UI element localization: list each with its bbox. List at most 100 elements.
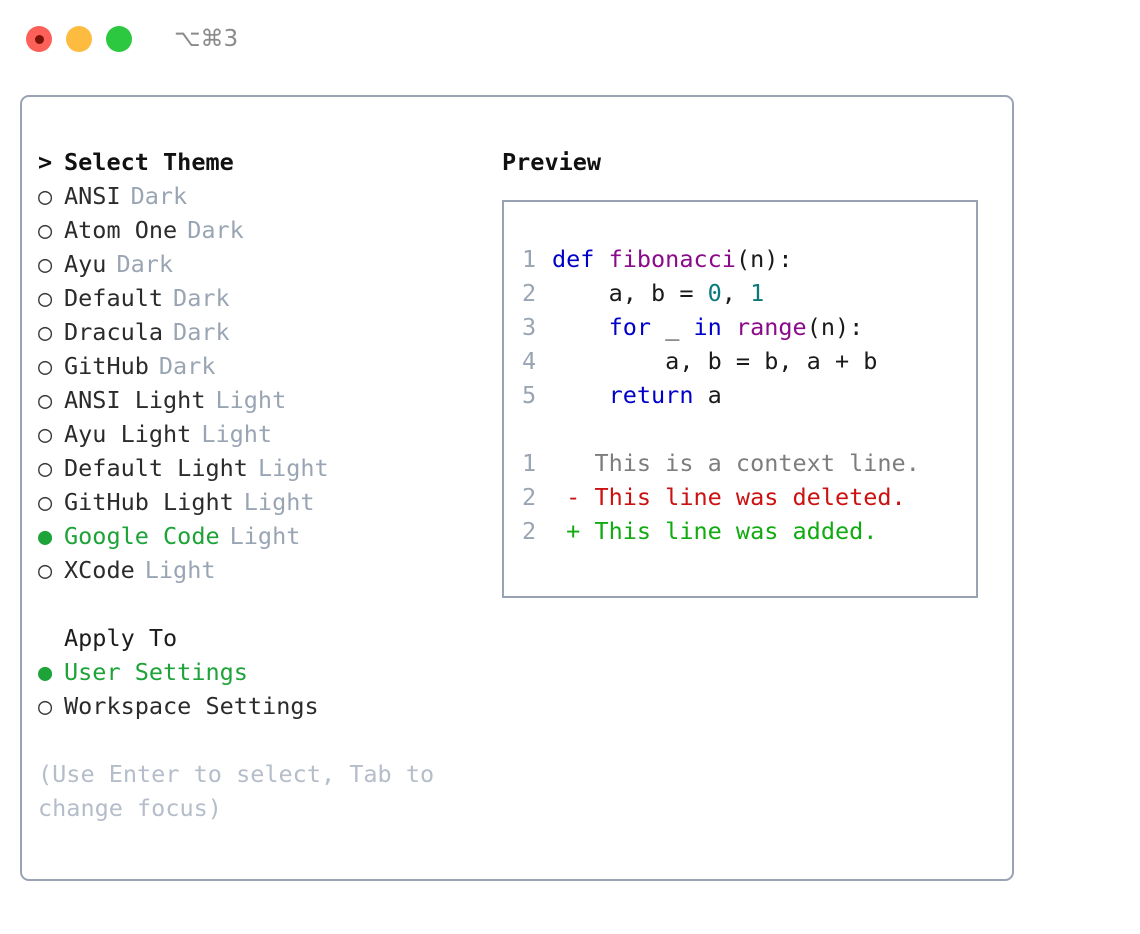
theme-variant-tag: Light [215,386,287,414]
radio-unselected-icon[interactable]: ○ [38,284,53,312]
apply-to-item[interactable]: ○ Workspace Settings [38,689,478,723]
select-theme-header: > Select Theme [38,145,478,179]
recording-indicator-icon [34,34,44,44]
code-token-num: 0 [707,279,722,307]
code-token-pl: , [721,279,751,307]
apply-to-header: Apply To [38,621,478,655]
theme-list-item[interactable]: ○ Default Light Light [38,451,478,485]
keyboard-shortcut-label: ⌥⌘3 [174,26,239,52]
keyboard-hint-text: (Use Enter to select, Tab to change focu… [38,760,435,822]
theme-variant-tag: Light [257,454,329,482]
code-line-text: return a [552,378,722,412]
select-theme-label: Select Theme [64,148,234,176]
line-number: 4 [522,347,537,375]
theme-list-item[interactable]: ● Google Code Light [38,519,478,553]
code-token-fn: fibonacci [608,245,736,273]
code-token-kw: def [552,245,609,273]
theme-variant-tag: Dark [173,284,230,312]
theme-variant-tag: Dark [187,216,244,244]
code-line: 1 This is a context line. [504,446,976,480]
theme-list-item[interactable]: ○ Default Dark [38,281,478,315]
radio-unselected-icon[interactable]: ○ [38,216,53,244]
code-line: 2 a, b = 0, 1 [504,276,976,310]
theme-name-label: Google Code [64,522,220,550]
radio-unselected-icon[interactable]: ○ [38,692,53,720]
code-token-num: 1 [750,279,765,307]
radio-selected-icon[interactable]: ● [38,522,53,550]
code-token-pl [552,381,609,409]
radio-unselected-icon[interactable]: ○ [38,556,53,584]
radio-unselected-icon[interactable]: ○ [38,352,53,380]
close-button[interactable] [26,26,52,52]
code-token-kw: for [608,313,652,341]
code-token-pl: _ [651,313,694,341]
code-line-text: def fibonacci(n): [552,242,793,276]
maximize-button[interactable] [106,26,132,52]
line-number: 3 [522,313,537,341]
minimize-button[interactable] [66,26,92,52]
apply-to-label-text: User Settings [64,658,248,686]
code-token-pl [722,313,736,341]
code-token-pl [552,313,609,341]
code-token-del: - This line was deleted. [552,483,906,511]
code-token-fn: range [735,313,807,341]
code-token-pl: a, b = b, a + b [552,347,878,375]
code-token-kw: in [693,313,722,341]
code-line: 4 a, b = b, a + b [504,344,976,378]
theme-variant-tag: Dark [130,182,188,210]
code-line: 5 return a [504,378,976,412]
theme-name-label: ANSI Light [64,386,206,414]
radio-selected-icon[interactable]: ● [38,658,53,686]
radio-unselected-icon[interactable]: ○ [38,420,53,448]
radio-unselected-icon[interactable]: ○ [38,454,53,482]
code-line: 1 def fibonacci(n): [504,242,976,276]
line-number: 1 [522,245,537,273]
code-line-text: a, b = 0, 1 [552,276,765,310]
theme-variant-tag: Light [229,522,301,550]
code-line: 3 for _ in range(n): [504,310,976,344]
code-line-text: for _ in range(n): [552,310,864,344]
radio-unselected-icon[interactable]: ○ [38,250,53,278]
theme-list-item[interactable]: ○ ANSI Light Light [38,383,478,417]
line-number: 5 [522,381,537,409]
theme-variant-tag: Dark [173,318,230,346]
theme-list-item[interactable]: ○ Ayu Dark [38,247,478,281]
hint-gap [38,723,478,757]
theme-name-label: XCode [64,556,135,584]
line-number: 1 [522,449,537,477]
theme-name-label: Ayu Light [64,420,192,448]
line-number: 2 [522,483,537,511]
line-number: 2 [522,279,537,307]
radio-unselected-icon[interactable]: ○ [38,182,53,210]
code-token-ctx: This is a context line. [552,449,920,477]
radio-unselected-icon[interactable]: ○ [38,488,53,516]
apply-to-label-text: Workspace Settings [64,692,319,720]
radio-unselected-icon[interactable]: ○ [38,386,53,414]
apply-to-item[interactable]: ● User Settings [38,655,478,689]
code-blank-line [504,412,976,446]
theme-name-label: Default [64,284,164,312]
theme-name-label: Default Light [64,454,248,482]
code-line-text: + This line was added. [552,514,877,548]
title-bar: ⌥⌘3 [0,0,1140,78]
code-token-pl: a [693,381,722,409]
theme-variant-tag: Dark [116,250,174,278]
radio-unselected-icon[interactable]: ○ [38,318,53,346]
theme-name-label: Ayu [64,250,107,278]
code-token-kw: return [608,381,694,409]
code-token-add: + This line was added. [552,517,878,545]
theme-variant-tag: Light [243,488,315,516]
apply-to-list: ● User Settings ○ Workspace Settings [38,655,478,723]
